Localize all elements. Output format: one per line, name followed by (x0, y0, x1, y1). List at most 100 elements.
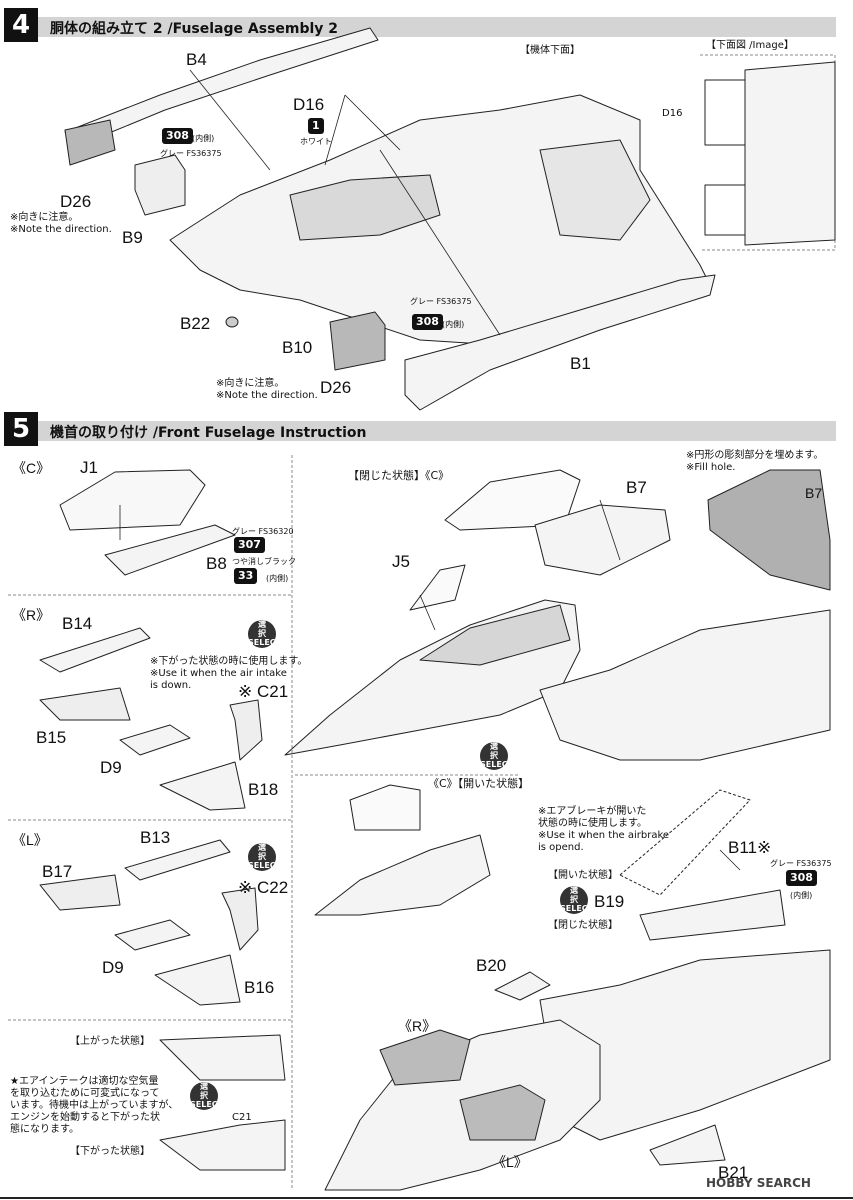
paint-badge-33: 33 (234, 568, 258, 584)
note-airbrake-4: is opend. (538, 842, 584, 853)
b18-panel (159, 761, 246, 811)
part-j5: J5 (392, 552, 410, 571)
fill-hole-jp: ※円形の彫刻部分を埋めます。 (686, 450, 824, 461)
paint-33-suffix: (内側) (266, 574, 289, 583)
j5-windscreen (409, 564, 466, 611)
step4-header-bar (22, 17, 836, 37)
step5-header-bar (22, 421, 836, 441)
inset-fuselage (744, 61, 836, 246)
mid-fuselage (539, 609, 831, 761)
leader-b1 (379, 149, 501, 336)
closed-canopy (444, 469, 581, 531)
b7-cover (534, 504, 671, 576)
note-airbrake-3: ※Use it when the airbrake (538, 830, 670, 841)
label-open-c: 《C》【開いた状態】 (428, 777, 530, 790)
paint-308-bot-name: グレー FS36375 (410, 297, 472, 306)
note-direction-top-jp: ※向きに注意。 (10, 212, 79, 223)
paint-308-name: グレー FS36375 (770, 859, 832, 868)
small-nose (314, 834, 491, 916)
part-b10: B10 (282, 338, 313, 357)
note-airbrake-2: 状態の時に使用します。 (538, 818, 647, 829)
intake-l-big (459, 1084, 546, 1141)
paint-33-name: つや消しブラック (232, 557, 296, 566)
b13-ramp (124, 839, 231, 881)
paint-307-name: グレー FS36320 (232, 527, 294, 536)
d26-top-panel (64, 119, 116, 166)
note-direction-bottom: ※向きに注意。 ※Note the direction. (216, 378, 318, 402)
b11-airbrake (639, 889, 786, 941)
part-b20: B20 (476, 956, 507, 975)
label-closed-state: 【閉じた状態】 (548, 920, 618, 931)
step5-header: 5 機首の取り付け /Front Fuselage Instruction (4, 412, 836, 446)
label-r-group: 《R》 (12, 607, 51, 623)
intake-note-line-1: ★エアインテークは適切な空気量 (10, 1076, 159, 1087)
part-b18: B18 (248, 780, 279, 799)
step5-title: 機首の取り付け /Front Fuselage Instruction (50, 425, 367, 441)
part-d16-image: D16 (662, 108, 683, 119)
label-r-big: 《R》 (398, 1018, 437, 1034)
intake-up-sketch (159, 1034, 286, 1081)
part-b13: B13 (140, 828, 171, 847)
b21-part (649, 1124, 726, 1166)
part-b17: B17 (42, 862, 73, 881)
b11-airbrake-open (619, 789, 751, 896)
label-c-group: 《C》 (12, 460, 51, 476)
part-b22: B22 (180, 314, 211, 333)
b4-fuselage-half (64, 27, 379, 146)
part-d26-top: D26 (60, 192, 92, 211)
part-b7: B7 (626, 478, 647, 497)
part-b16: B16 (244, 978, 275, 997)
note-airbrake: ※エアブレーキが開いた 状態の時に使用します。 ※Use it when the… (538, 806, 669, 854)
hobby-search-watermark: HOBBY SEARCH (706, 1176, 811, 1190)
intake-down-sketch (159, 1119, 286, 1171)
b10-panel (329, 311, 386, 371)
fill-hole-en: ※Fill hole. (686, 462, 736, 473)
label-closed-c: 【閉じた状態】《C》 (348, 469, 450, 482)
b22-part (225, 316, 239, 328)
inset-gear-bay-2 (704, 184, 746, 236)
part-d9-r: D9 (100, 758, 122, 777)
note-airbrake-1: ※エアブレーキが開いた (538, 806, 647, 817)
fill-hole-note: ※円形の彫刻部分を埋めます。 ※Fill hole. (686, 450, 823, 474)
paint-308-top-suffix: (内側) (192, 134, 215, 143)
b9-panel (134, 154, 186, 216)
part-c22: ※ C22 (238, 878, 289, 897)
part-b21: B21 (718, 1163, 749, 1182)
part-b15: B15 (36, 728, 67, 747)
cockpit-bay (289, 174, 441, 241)
intake-note-line-3: います。待機中は上がっていますが、 (10, 1100, 179, 1111)
intake-note-line-4: エンジンを始動すると下がった状 (10, 1112, 160, 1123)
note-direction-top: ※向きに注意。 ※Note the direction. (10, 212, 112, 236)
part-b9: B9 (122, 228, 143, 247)
b16-panel (154, 954, 241, 1006)
part-b8: B8 (206, 554, 227, 573)
part-d26-bottom: D26 (320, 378, 352, 397)
paint-308-top-name: グレー FS36375 (160, 149, 222, 158)
step4-title: 胴体の組み立て 2 /Fuselage Assembly 2 (50, 21, 339, 37)
part-b1: B1 (570, 354, 591, 373)
part-c21-small: C21 (232, 1112, 252, 1123)
b7-detail-photo (707, 469, 831, 591)
leader-b11 (719, 849, 741, 871)
label-open-state: 【開いた状態】 (548, 870, 618, 881)
paint-badge-308: 308 (786, 870, 817, 886)
b1-fuselage-half (404, 274, 716, 411)
c21-part (229, 699, 263, 761)
step4-number: 4 (4, 8, 38, 42)
intake-explanation: ★エアインテークは適切な空気量 を取り込むために可変式になって います。待機中は… (10, 1076, 178, 1136)
note-intake-down-jp: ※下がった状態の時に使用します。 (150, 656, 308, 667)
intake-note-line-5: 態になります。 (10, 1124, 79, 1135)
part-d16: D16 (293, 95, 325, 114)
b15-panel (39, 687, 131, 721)
paint-badge-308-top: 308 (162, 128, 193, 144)
leader-j5 (419, 594, 436, 631)
paint-badge-308-bot: 308 (412, 314, 443, 330)
note-intake-down-en2: is down. (150, 680, 192, 691)
engine-nacelle (539, 139, 651, 241)
note-direction-top-en: ※Note the direction. (10, 224, 112, 235)
step5-number: 5 (4, 412, 38, 446)
